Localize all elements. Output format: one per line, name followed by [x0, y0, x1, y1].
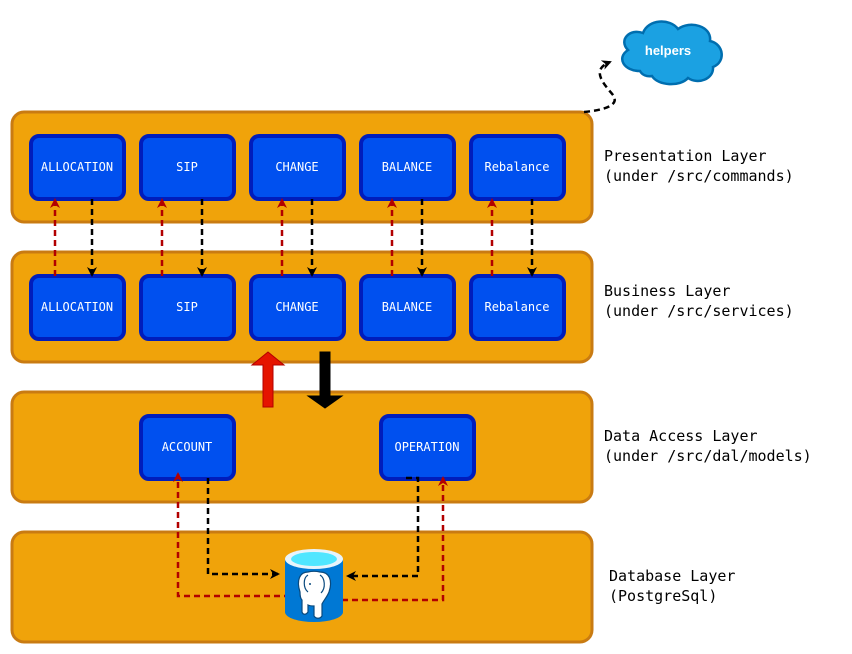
module-label: CHANGE — [275, 300, 318, 314]
layer-title: Database Layer — [609, 567, 735, 585]
presentation-module-change[interactable]: CHANGE — [249, 134, 346, 201]
layer-title: Presentation Layer — [604, 147, 767, 165]
module-label: Rebalance — [484, 300, 549, 314]
db-to-operation-arrow — [342, 476, 448, 602]
dal-model-account[interactable]: ACCOUNT — [139, 414, 236, 481]
presentation-module-sip[interactable]: SIP — [139, 134, 236, 201]
business-module-allocation[interactable]: ALLOCATION — [29, 274, 126, 341]
layer-subtitle: (under /src/services) — [604, 302, 794, 320]
layer1-layer2-connectors — [50, 198, 537, 277]
cloud-label: helpers — [645, 43, 691, 58]
business-module-rebalance[interactable]: Rebalance — [469, 274, 566, 341]
module-label: Rebalance — [484, 160, 549, 174]
big-up-arrow — [250, 351, 286, 408]
layer-subtitle: (under /src/commands) — [604, 167, 794, 185]
operation-to-db-arrow — [346, 476, 420, 581]
layer-title: Data Access Layer — [604, 427, 758, 445]
presentation-module-balance[interactable]: BALANCE — [359, 134, 456, 201]
big-down-arrow — [306, 351, 344, 409]
presentation-module-rebalance[interactable]: Rebalance — [469, 134, 566, 201]
module-label: CHANGE — [275, 160, 318, 174]
presentation-module-allocation[interactable]: ALLOCATION — [29, 134, 126, 201]
dal-model-operation[interactable]: OPERATION — [379, 414, 476, 481]
dal-layer-label: Data Access Layer (under /src/dal/models… — [604, 427, 812, 465]
model-label: OPERATION — [394, 440, 459, 454]
module-label: SIP — [176, 300, 198, 314]
module-label: ALLOCATION — [41, 300, 113, 314]
business-module-balance[interactable]: BALANCE — [359, 274, 456, 341]
db-to-account-arrow — [173, 472, 290, 598]
layer-subtitle: (PostgreSql) — [609, 587, 717, 605]
module-label: ALLOCATION — [41, 160, 113, 174]
dal-database-connectors — [173, 472, 448, 602]
account-to-db-arrow — [206, 478, 280, 579]
presentation-layer-label: Presentation Layer (under /src/commands) — [604, 147, 794, 185]
layer-title: Business Layer — [604, 282, 730, 300]
layer-subtitle: (under /src/dal/models) — [604, 447, 812, 465]
postgresql-database-icon — [285, 549, 343, 622]
business-layer-label: Business Layer (under /src/services) — [604, 282, 794, 320]
module-label: BALANCE — [382, 300, 433, 314]
module-label: BALANCE — [382, 160, 433, 174]
business-module-change[interactable]: CHANGE — [249, 274, 346, 341]
dal-layer-band — [10, 390, 594, 504]
helpers-connector — [583, 60, 616, 114]
model-label: ACCOUNT — [162, 440, 213, 454]
helpers-cloud[interactable]: helpers — [621, 20, 723, 86]
business-module-sip[interactable]: SIP — [139, 274, 236, 341]
database-layer-label: Database Layer (PostgreSql) — [609, 567, 735, 605]
module-label: SIP — [176, 160, 198, 174]
